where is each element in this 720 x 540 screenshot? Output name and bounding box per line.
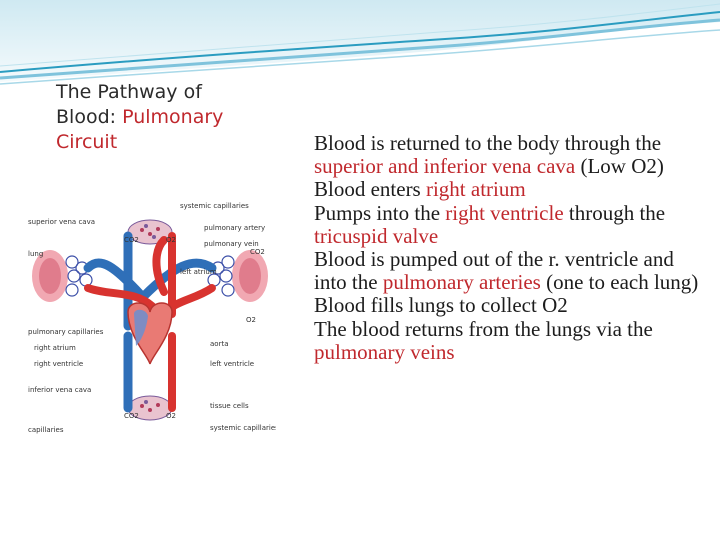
bullet-text: through the xyxy=(563,200,666,225)
label-systemic-capillaries-bottom: systemic capillaries xyxy=(210,424,276,432)
label-tissue-cells: tissue cells xyxy=(210,402,249,410)
right-lung xyxy=(232,250,268,302)
bullet-item: Blood is returned to the body through th… xyxy=(296,131,706,179)
bullet-highlight-text: tricuspid valve xyxy=(314,223,439,248)
label-lung: lung xyxy=(28,250,43,258)
label-aorta: aorta xyxy=(210,340,228,348)
label-co2-lung: CO2 xyxy=(250,248,265,256)
bullet-highlight-text: right ventricle xyxy=(445,200,564,225)
circulatory-system-diagram: systemic capillaries superior vena cava … xyxy=(24,196,276,462)
label-o2-bottom: O2 xyxy=(166,412,176,420)
title-line-2: Blood: xyxy=(56,106,123,128)
arterial-vessels xyxy=(84,232,216,412)
left-lung xyxy=(32,250,68,302)
bullet-text: (one to each lung) xyxy=(540,270,699,295)
title-line-1: The Pathway of xyxy=(56,81,202,103)
label-right-atrium: right atrium xyxy=(34,344,76,352)
bullet-highlight-text: superior and inferior vena cava xyxy=(314,154,576,179)
bullet-highlight-text: right atrium xyxy=(425,177,526,202)
pulmonary-capillaries-left xyxy=(65,255,93,297)
bullet-text: Blood fills lungs to collect O2 xyxy=(314,293,568,318)
label-co2-top: CO2 xyxy=(124,236,139,244)
label-o2-top: O2 xyxy=(166,236,176,244)
bullet-item: Blood fills lungs to collect O2 xyxy=(296,294,706,317)
bullet-highlight-text: pulmonary veins xyxy=(314,339,455,364)
bullet-highlight-text: pulmonary arteries xyxy=(382,270,541,295)
bullet-item: Blood is pumped out of the r. ventricle … xyxy=(296,247,706,295)
bullet-list: Blood is returned to the body through th… xyxy=(296,131,706,364)
heart xyxy=(127,302,173,365)
bullet-item: Blood enters right atrium xyxy=(296,178,706,201)
label-systemic-capillaries: systemic capillaries xyxy=(180,202,249,210)
title-highlight-pulmonary: Pulmonary xyxy=(122,106,224,128)
label-co2-bottom: CO2 xyxy=(124,412,139,420)
bullet-text: Blood is pumped out of the r. ventricle … xyxy=(314,247,674,295)
label-o2-lung: O2 xyxy=(246,316,256,324)
label-left-ventricle: left ventricle xyxy=(210,360,254,368)
bullet-text: Pumps into the xyxy=(314,200,446,225)
label-pulmonary-artery: pulmonary artery xyxy=(204,224,265,232)
label-superior-vena-cava: superior vena cava xyxy=(28,218,95,226)
bullet-item: The blood returns from the lungs via the… xyxy=(296,316,706,364)
bullet-text: The blood returns from the lungs via the xyxy=(314,316,653,341)
label-right-ventricle: right ventricle xyxy=(34,360,83,368)
label-pulmonary-vein: pulmonary vein xyxy=(204,240,259,248)
label-left-atrium: left atrium xyxy=(180,268,217,276)
label-inferior-vena-cava: inferior vena cava xyxy=(28,386,91,394)
label-capillaries: capillaries xyxy=(28,426,64,434)
title-highlight-circuit: Circuit xyxy=(56,131,118,153)
bullet-text: Blood enters xyxy=(314,177,426,202)
label-pulmonary-capillaries: pulmonary capillaries xyxy=(28,328,104,336)
header-wave-banner xyxy=(0,0,720,85)
slide-title: The Pathway of Blood: Pulmonary Circuit xyxy=(56,80,256,155)
bullet-text: Blood is returned to the body through th… xyxy=(314,131,662,155)
bullet-item: Pumps into the right ventricle through t… xyxy=(296,200,706,248)
bullet-text: (Low O2) xyxy=(575,154,664,179)
